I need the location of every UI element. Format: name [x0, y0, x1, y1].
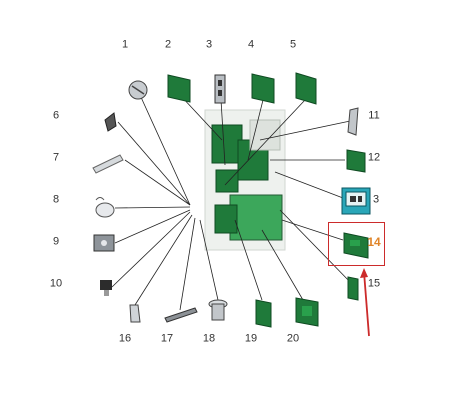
callout-15[interactable]: 15 [367, 277, 381, 290]
part-10-connector [100, 280, 112, 296]
callout-14[interactable]: 14 [367, 235, 381, 249]
parts [92, 72, 371, 328]
callout-3[interactable]: 3 [205, 38, 213, 51]
part-12-board [346, 149, 366, 173]
part-9-bracket [93, 234, 115, 252]
part-15-board [347, 276, 359, 301]
part-4-board [251, 73, 275, 104]
callout-17[interactable]: 17 [160, 332, 174, 345]
callout-11[interactable]: 11 [368, 109, 380, 122]
callout-12[interactable]: 12 [367, 151, 381, 164]
part-17-rod [164, 307, 198, 323]
part-2-board [167, 74, 191, 103]
callout-8[interactable]: 8 [52, 193, 60, 206]
highlight-arrow [360, 268, 370, 337]
part-18-spindle [208, 299, 228, 321]
callout-2[interactable]: 2 [164, 38, 172, 51]
part-6-clip [104, 112, 117, 132]
callout-16[interactable]: 16 [118, 332, 132, 345]
part-14-board [343, 232, 369, 259]
part-19-board [255, 299, 272, 328]
callout-7[interactable]: 7 [52, 151, 60, 164]
callout-13[interactable]: 3 [372, 193, 380, 206]
callout-9[interactable]: 9 [52, 235, 60, 248]
callout-5[interactable]: 5 [289, 38, 297, 51]
part-1-knob [128, 80, 148, 100]
part-11-bracket [347, 107, 359, 136]
callout-19[interactable]: 19 [244, 332, 258, 345]
callout-18[interactable]: 18 [202, 332, 216, 345]
callout-20[interactable]: 20 [286, 332, 300, 345]
central-assembly [204, 109, 286, 251]
part-8-coil [95, 197, 115, 218]
callout-4[interactable]: 4 [247, 38, 255, 51]
highlight-box-part-14 [328, 222, 385, 266]
part-20-board [295, 297, 319, 327]
part-3-bracket [214, 74, 226, 104]
part-5-board [295, 72, 317, 105]
callout-1[interactable]: 1 [121, 38, 129, 51]
callout-10[interactable]: 10 [49, 277, 63, 290]
part-13-display-module [341, 187, 371, 215]
part-7-rod [92, 154, 124, 174]
leader-lines [111, 94, 356, 311]
part-16-clip [129, 304, 141, 323]
callout-6[interactable]: 6 [52, 109, 60, 122]
